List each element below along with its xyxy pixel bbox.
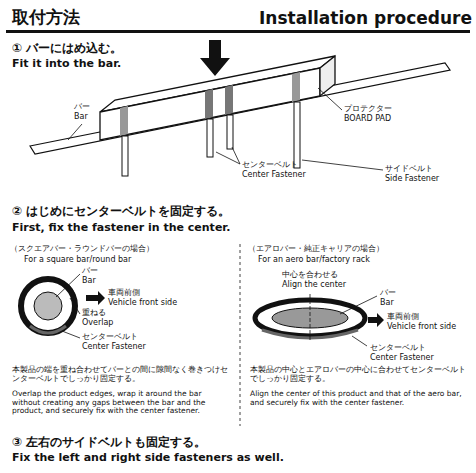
part-label: Center Fastener [82,342,146,351]
part-label: 中心を合わせる [282,270,338,279]
part-label: Overlap [82,318,113,327]
front-arrow [368,313,384,327]
side-belt-end [122,136,128,176]
part-label: For a square bar/round bar [24,255,131,264]
note-text: 本製品の端を重ね合わせてバーとの間に隙間なく巻きつけセンターベルトでしっかり固定… [12,366,230,383]
step-heading: First, fix the fastener in the center. [12,222,230,235]
leader-lines [56,274,80,338]
center-belt-end [227,115,233,149]
side-belt-end [294,102,300,168]
center-belt [30,326,66,333]
center-belt [225,85,233,115]
part-label: バー [74,102,90,111]
bar-section [34,292,62,320]
step-heading: ① バーにはめ込む。 [12,42,122,56]
note-text: Align the center of this product and tha… [250,390,468,407]
part-label: センターベルト [370,343,426,352]
push-arrow [200,40,230,76]
center-line [310,294,311,342]
part-label: バー [82,266,98,275]
part-label: 重ねる [82,308,106,317]
part-label: Side Fastener [385,174,439,183]
part-label: バー [380,288,396,297]
part-label: For an aero bar/factory rack [258,255,370,264]
step-heading: Fix the left and right side fasteners as… [12,452,284,465]
step-heading: Fit it into the bar. [12,58,121,71]
part-label: Center Fastener [370,353,434,362]
note-text: Overlap the product edges, wrap it aroun… [12,390,230,416]
board-pad-end [320,56,335,96]
part-label: 車両前側 [387,312,419,321]
side-belt [120,106,128,136]
header-rule [6,30,470,33]
part-label: Bar [82,276,96,285]
step-heading: ② はじめにセンターベルトを固定する。 [12,205,230,219]
front-arrow [86,291,105,305]
step-heading: ③ 左右のサイドベルトも固定する。 [12,436,206,450]
part-label: サイドベルト [385,164,433,173]
part-label: プロテクター [344,104,392,113]
part-label: Vehicle front side [387,322,456,331]
part-label: センターベルト [82,332,138,341]
step-heading: Installation procedure [259,9,472,29]
side-belt [292,72,300,102]
part-label: Vehicle front side [108,298,177,307]
part-label: センターベルト [242,160,298,169]
part-label: Center Fastener [242,170,306,179]
page-title: 取付方法 [12,8,80,28]
part-label: Align the center [282,280,346,289]
note-text: 本製品の中心とエアロバーの中心に合わせてセンターベルトでしっかり固定する。 [250,366,468,383]
part-label: BOARD PAD [344,114,391,123]
part-label: Bar [380,298,394,307]
part-label: Bar [74,112,88,121]
leader-lines [68,88,383,170]
part-label: （エアロバー・純正キャリアの場合） [248,244,384,253]
overlap-flap [52,279,74,296]
center-belt [205,89,213,119]
divider [240,244,241,426]
center-belt-end [207,119,213,157]
part-label: 車両前側 [108,288,140,297]
part-label: （スクエアバー・ラウンドバーの場合） [10,244,154,253]
